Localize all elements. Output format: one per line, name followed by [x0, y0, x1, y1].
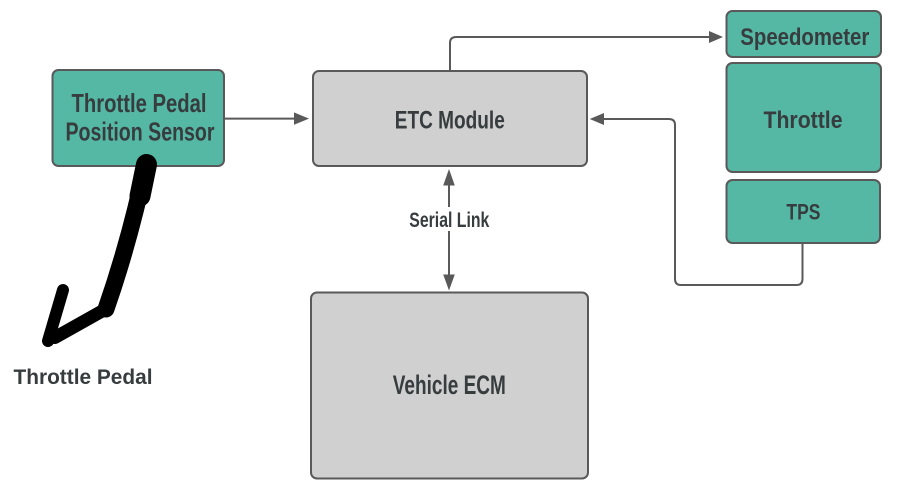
svg-text:Throttle: Throttle [764, 107, 843, 134]
svg-text:Vehicle ECM: Vehicle ECM [393, 370, 506, 400]
svg-text:Speedometer: Speedometer [740, 24, 869, 51]
svg-text:Serial Link: Serial Link [409, 209, 489, 232]
svg-text:Throttle Pedal: Throttle Pedal [14, 366, 153, 389]
svg-text:TPS: TPS [786, 200, 820, 225]
svg-text:Position Sensor: Position Sensor [66, 116, 215, 146]
svg-text:ETC Module: ETC Module [395, 106, 505, 134]
svg-text:Throttle Pedal: Throttle Pedal [72, 88, 207, 118]
